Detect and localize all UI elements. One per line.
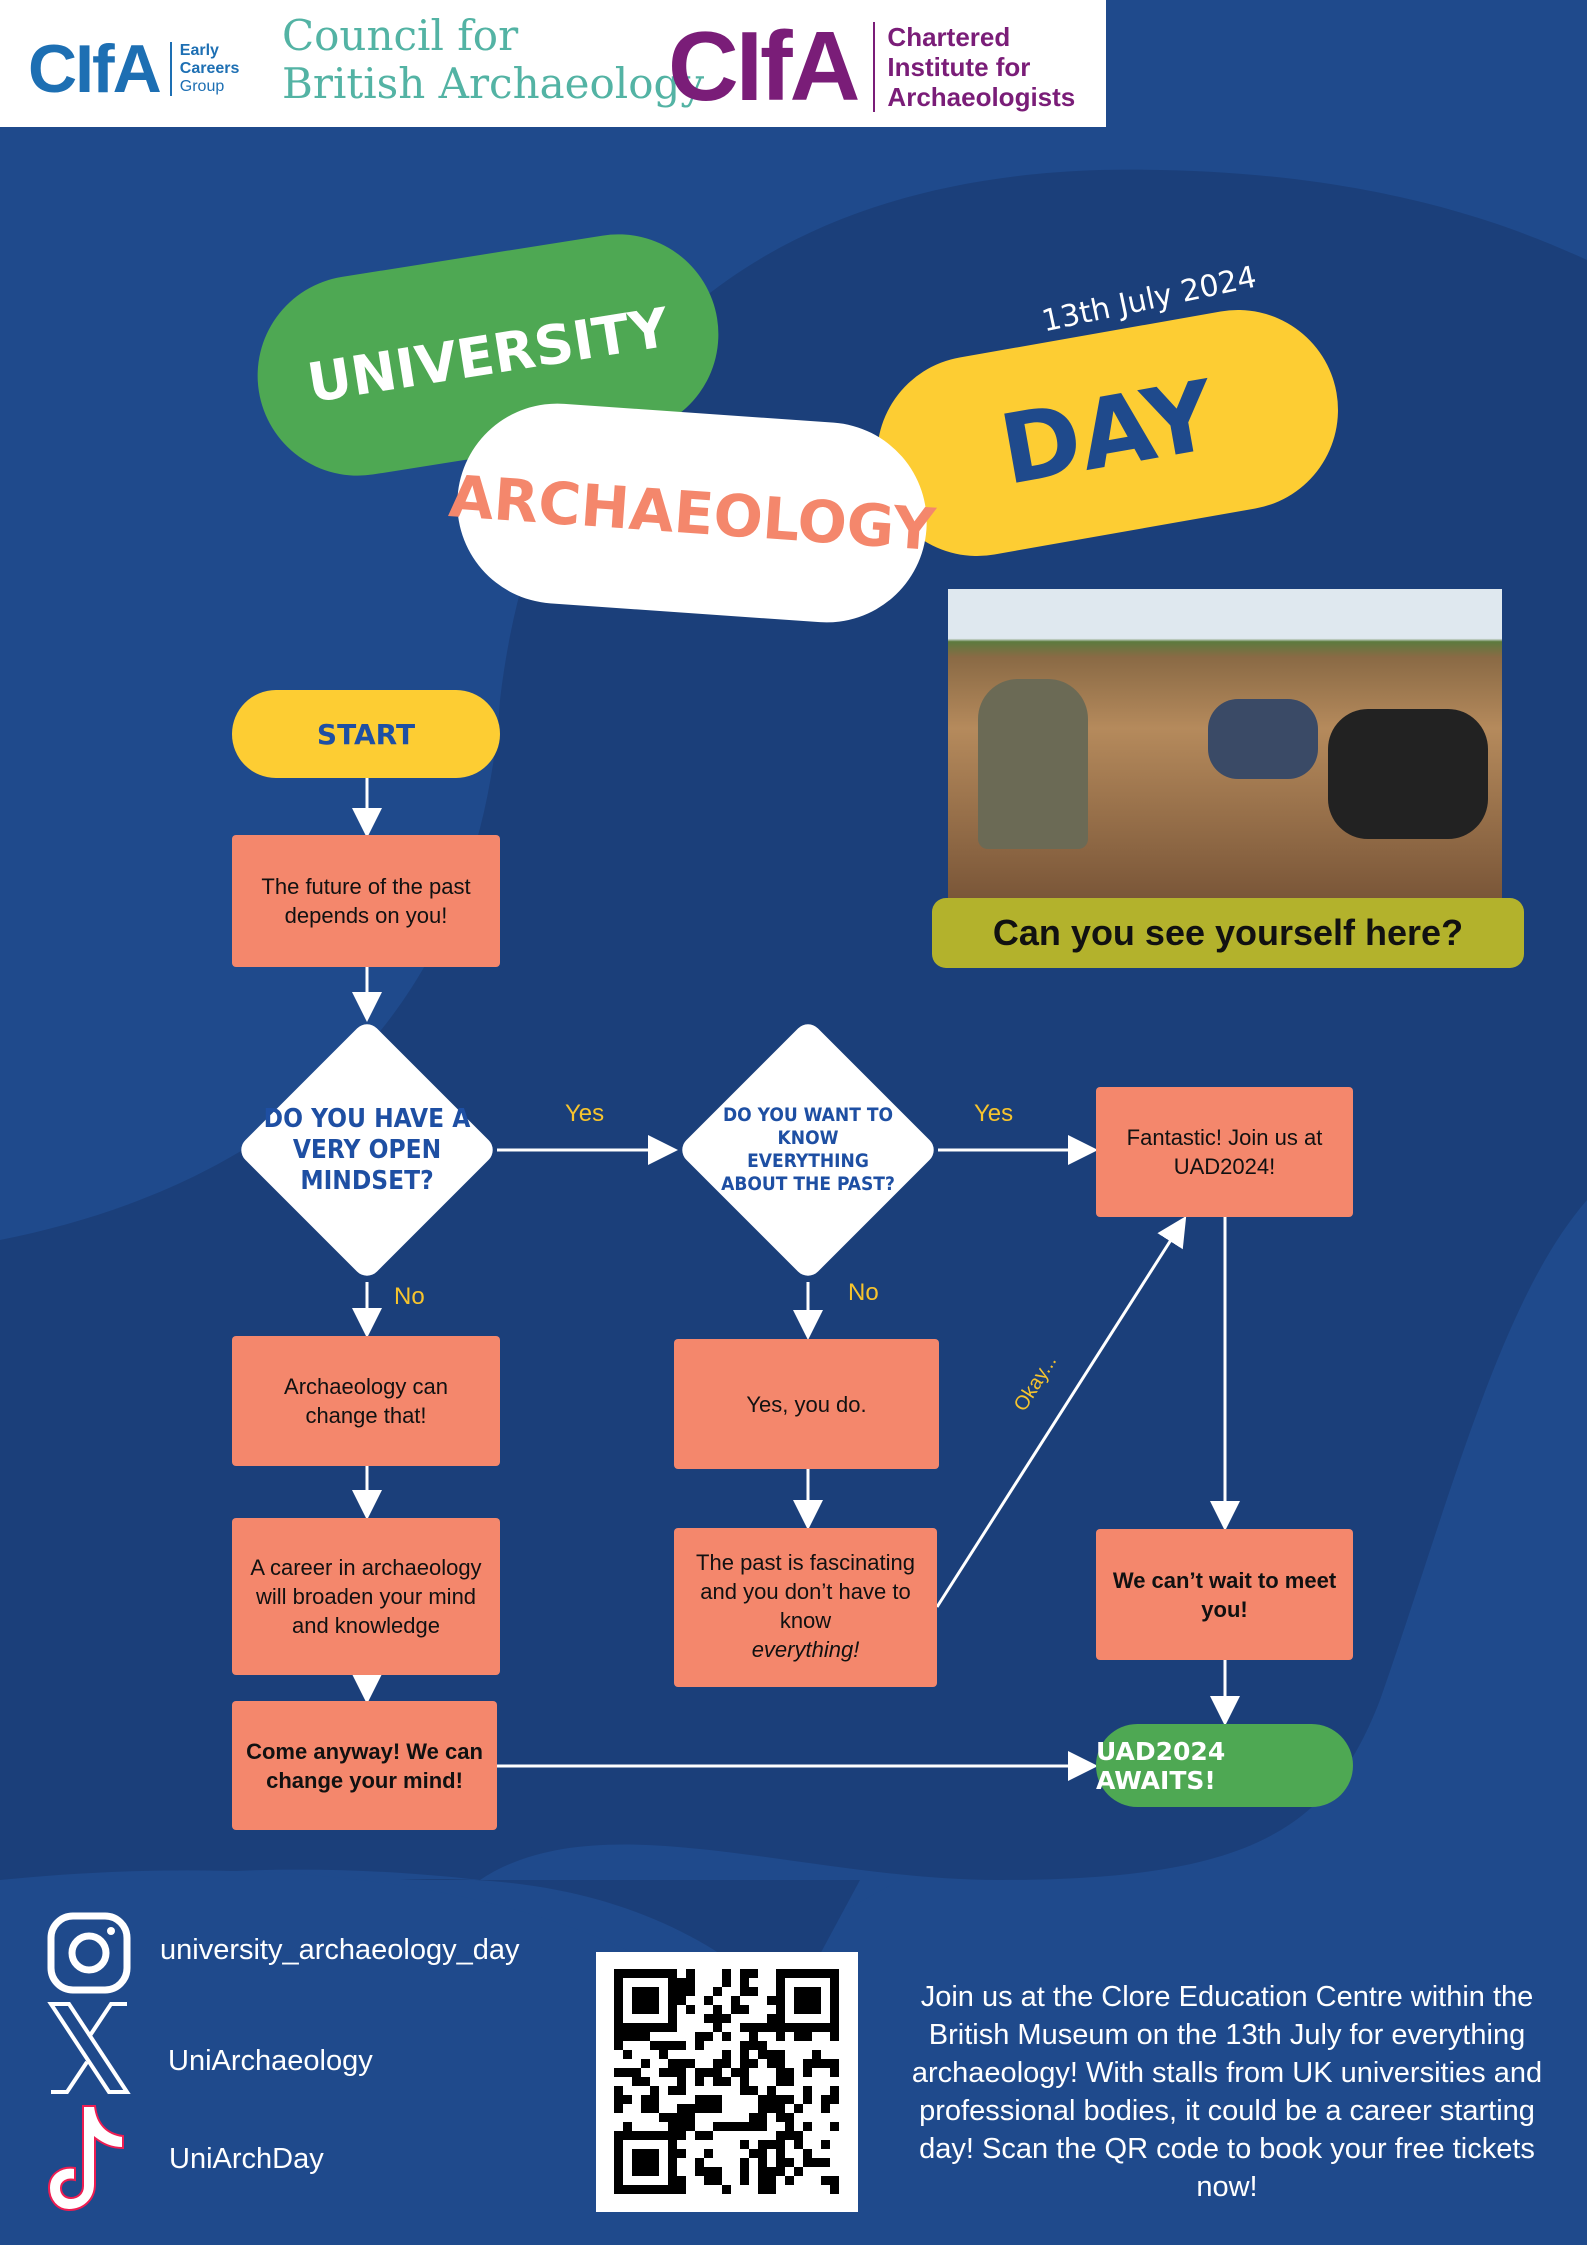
- box-text-emphasis: everything!: [751, 1637, 860, 1662]
- tiktok-handle[interactable]: UniArchDay: [169, 2143, 324, 2175]
- box-text: The past is fascinating and you don’t ha…: [696, 1550, 915, 1633]
- photo-caption: Can you see yourself here?: [932, 898, 1524, 968]
- flow-box-change: Archaeology can change that!: [232, 1336, 500, 1466]
- instagram-icon[interactable]: [47, 1912, 131, 1994]
- decision-text: DO YOU WANT TO KNOW EVERYTHING ABOUT THE…: [721, 1104, 895, 1195]
- label-no: No: [394, 1283, 425, 1310]
- flow-box-come-anyway: Come anyway! We can change your mind!: [232, 1701, 497, 1830]
- x-twitter-icon[interactable]: [47, 2002, 131, 2094]
- flow-box-cant-wait: We can’t wait to meet you!: [1096, 1529, 1353, 1660]
- instagram-handle[interactable]: university_archaeology_day: [160, 1934, 520, 1966]
- label-yes: Yes: [565, 1100, 605, 1127]
- logo-text: Archaeologists: [887, 81, 1076, 112]
- logo-text: Group: [179, 78, 225, 95]
- flow-box-past-is: The past is fascinating and you don’t ha…: [674, 1528, 937, 1687]
- logo-text: Careers: [179, 60, 240, 77]
- flow-box-career: A career in archaeology will broaden you…: [232, 1518, 500, 1675]
- logo-mark: CIfA: [28, 31, 162, 107]
- label-no: No: [848, 1279, 879, 1306]
- event-description: Join us at the Clore Education Centre wi…: [911, 1981, 1543, 2203]
- logo-text: Early: [179, 42, 219, 59]
- flow-box-fantastic: Fantastic! Join us at UAD2024!: [1096, 1087, 1353, 1217]
- qr-code-pattern: [614, 1969, 839, 2194]
- flow-start: START: [232, 690, 500, 778]
- logo-text: British Archaeology: [282, 59, 705, 108]
- flow-box-yes-you-do: Yes, you do.: [674, 1339, 939, 1469]
- decision-text: DO YOU HAVE A VERY OPEN MINDSET?: [263, 1103, 471, 1196]
- logo-mark: CIfA: [668, 11, 860, 121]
- x-handle[interactable]: UniArchaeology: [168, 2045, 373, 2077]
- flow-box-future: The future of the past depends on you!: [232, 835, 500, 967]
- logo-text: Chartered: [887, 21, 1011, 52]
- logo-text: Institute for: [887, 51, 1031, 82]
- tiktok-icon[interactable]: [47, 2102, 131, 2214]
- excavation-photo: [948, 589, 1502, 899]
- label-yes: Yes: [974, 1100, 1014, 1127]
- logo-text: Council for: [282, 11, 519, 60]
- qr-code[interactable]: [596, 1952, 858, 2212]
- flow-end-awaits: UAD2024 AWAITS!: [1096, 1724, 1353, 1807]
